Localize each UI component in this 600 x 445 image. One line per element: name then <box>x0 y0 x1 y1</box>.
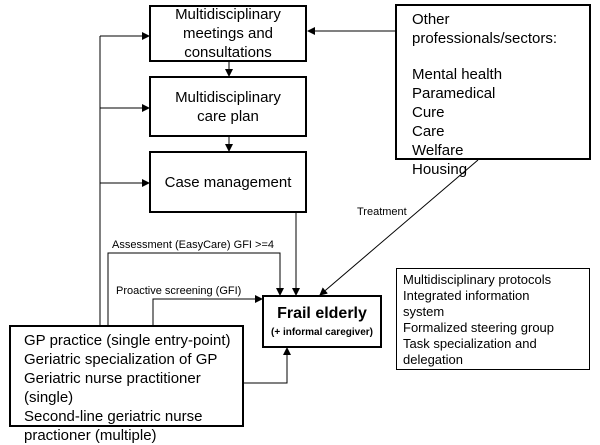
gp-practice-list: GP practice (single entry-point) Geriatri… <box>24 331 242 445</box>
screening-label: Proactive screening (GFI) <box>116 285 242 297</box>
list-item: Geriatric nurse practitioner (single) <box>24 370 201 406</box>
frail-elderly-subtitle: (+ informal caregiver) <box>271 326 373 338</box>
assessment-label: Assessment (EasyCare) GFI >=4 <box>110 239 276 252</box>
list-item: Multidisciplinary protocols <box>403 272 552 287</box>
arrow-treatment-to-frail <box>319 159 479 296</box>
case-management-label: Case management <box>164 173 292 191</box>
list-item: Geriatric specialization of GP <box>24 351 218 368</box>
list-item: GP practice (single entry-point) <box>24 332 231 349</box>
arrow-screening <box>152 295 263 325</box>
case-management-box: Case management <box>149 151 307 213</box>
gp-practice-box: GP practice (single entry-point) Geriatri… <box>9 325 244 444</box>
frail-elderly-title: Frail elderly <box>277 304 367 322</box>
list-item: Formalized steering group <box>403 320 555 335</box>
arrow-assessment <box>107 252 284 325</box>
treatment-label: Treatment <box>357 206 407 218</box>
arrow-gp-to-frail <box>244 347 291 384</box>
list-item: Paramedical <box>412 85 496 102</box>
list-item: Housing <box>412 161 468 178</box>
list-item: Mental health <box>412 66 503 83</box>
list-item: Care <box>412 123 445 140</box>
list-item: Cure <box>412 104 445 121</box>
frail-elderly-box: Frail elderly (+ informal caregiver) <box>262 295 382 348</box>
list-item: Welfare <box>412 142 464 159</box>
